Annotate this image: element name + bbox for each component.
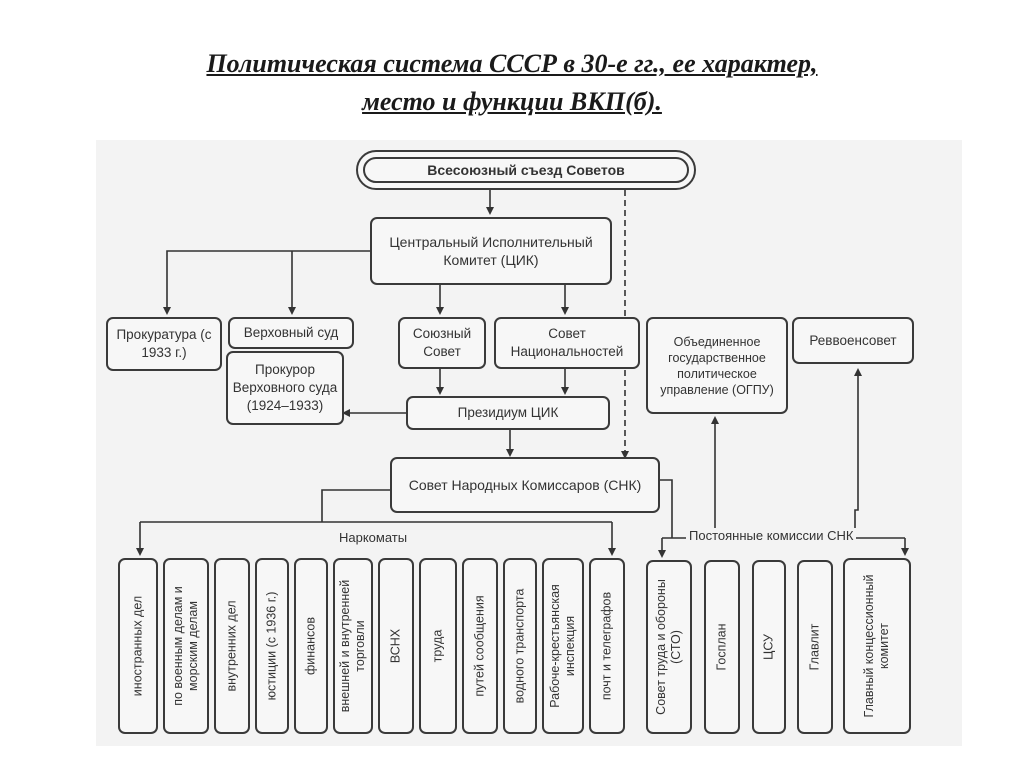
union-council-label: Союзный Совет <box>412 326 472 359</box>
narkomat-box: внешней и внутренней торговли <box>333 558 373 734</box>
commission-box: Совет труда и обороны (СТО) <box>646 560 692 734</box>
narkomat-box: ВСНХ <box>378 558 414 734</box>
commission-box: Главный концессионный комитет <box>843 558 911 734</box>
snk-box: Совет Народных Комиссаров (СНК) <box>390 457 660 513</box>
commission-label: ЦСУ <box>761 634 776 660</box>
union-council-box: Союзный Совет <box>398 317 486 369</box>
narkomat-label: финансов <box>303 617 318 676</box>
narkomat-label: почт и телеграфов <box>599 591 614 701</box>
narkomat-box: водного транспорта <box>503 558 537 734</box>
narkomats-label: Наркоматы <box>336 530 411 545</box>
nationalities-council-label: Совет Национальностей <box>510 326 624 359</box>
revvoensovet-box: Реввоенсовет <box>792 317 914 364</box>
narkomat-label: по военным делам и морским делам <box>171 586 200 706</box>
commission-label: Главный концессионный комитет <box>862 574 891 718</box>
narkomat-label: водного транспорта <box>512 588 527 704</box>
supreme-prosecutor-label: Прокурор Верховного суда (1924–1933) <box>232 362 338 413</box>
narkomat-label: иностранных дел <box>130 595 145 697</box>
cik-box: Центральный Исполнительный Комитет (ЦИК) <box>370 217 612 285</box>
presidium-label: Президиум ЦИК <box>457 405 559 420</box>
narkomat-label: ВСНХ <box>388 628 403 664</box>
congress-of-soviets-box: Всесоюзный съезд Советов <box>356 150 696 190</box>
page-subtitle: место и функции ВКП(б). <box>362 87 662 116</box>
narkomat-box: путей сообщения <box>462 558 498 734</box>
page-title: Политическая система СССР в 30-е гг., ее… <box>206 49 818 78</box>
narkomat-box: по военным делам и морским делам <box>163 558 209 734</box>
prokuratura-box: Прокуратура (с 1933 г.) <box>106 317 222 371</box>
narkomat-label: внешней и внутренней торговли <box>338 579 367 713</box>
commission-box: ЦСУ <box>752 560 786 734</box>
narkomat-box: иностранных дел <box>118 558 158 734</box>
commission-label: Госплан <box>714 623 729 671</box>
nationalities-council-box: Совет Национальностей <box>494 317 640 369</box>
supreme-prosecutor-box: Прокурор Верховного суда (1924–1933) <box>226 351 344 425</box>
narkomat-box: юстиции (с 1936 г.) <box>255 558 289 734</box>
narkomat-box: финансов <box>294 558 328 734</box>
narkomat-label: труда <box>430 629 445 663</box>
snk-label: Совет Народных Комиссаров (СНК) <box>408 477 642 493</box>
presidium-box: Президиум ЦИК <box>406 396 610 430</box>
commission-label: Главлит <box>807 623 822 671</box>
narkomat-label: внутренних дел <box>224 600 239 692</box>
cik-label: Центральный Исполнительный Комитет (ЦИК) <box>389 234 593 268</box>
commission-box: Главлит <box>797 560 833 734</box>
supreme-court-label: Верховный суд <box>243 325 339 340</box>
congress-of-soviets-label: Всесоюзный съезд Советов <box>363 157 689 183</box>
narkomat-box: труда <box>419 558 457 734</box>
narkomat-label: юстиции (с 1936 г.) <box>264 591 279 701</box>
narkomat-label: Рабоче-крестьянская инспекция <box>548 584 577 708</box>
revvoensovet-label: Реввоенсовет <box>809 332 897 348</box>
narkomat-box: Рабоче-крестьянская инспекция <box>542 558 584 734</box>
commission-label: Совет труда и обороны (СТО) <box>654 579 683 715</box>
ogpu-box: Объединенное государственное политическо… <box>646 317 788 414</box>
narkomat-label: путей сообщения <box>472 595 487 697</box>
commissions-label: Постоянные комиссии СНК <box>686 528 857 543</box>
commission-box: Госплан <box>704 560 740 734</box>
narkomat-box: внутренних дел <box>214 558 250 734</box>
narkomat-box: почт и телеграфов <box>589 558 625 734</box>
supreme-court-box: Верховный суд <box>228 317 354 349</box>
prokuratura-label: Прокуратура (с 1933 г.) <box>116 327 212 360</box>
ogpu-label: Объединенное государственное политическо… <box>660 334 774 397</box>
